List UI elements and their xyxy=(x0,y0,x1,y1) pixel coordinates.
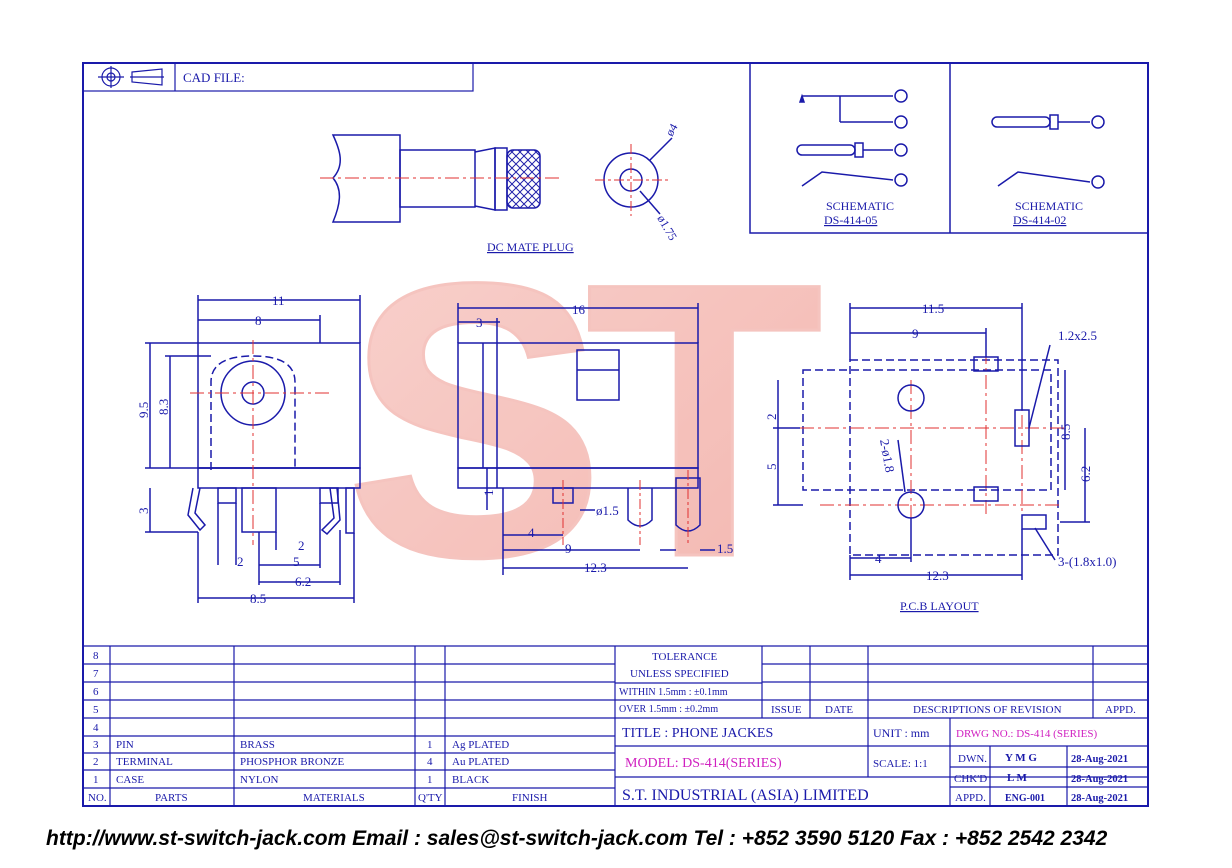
dim-front-8: 8 xyxy=(255,313,262,328)
dim-side-4: 4 xyxy=(528,525,535,540)
schematic-2-title: SCHEMATIC xyxy=(1015,199,1083,213)
bom-row-3-material: BRASS xyxy=(240,739,275,751)
cad-file-label: CAD FILE: xyxy=(183,70,245,85)
side-view xyxy=(457,303,715,575)
bom-row-2-qty: 4 xyxy=(427,756,433,768)
pcb-layout-label: P.C.B LAYOUT xyxy=(900,599,979,613)
dim-front-2b: 2 xyxy=(298,538,305,553)
dim-front-5: 5 xyxy=(293,554,300,569)
chkd-label: CHK'D xyxy=(954,773,987,785)
dim-pcb-4: 4 xyxy=(875,551,882,566)
header-qty: Q'TY xyxy=(418,792,443,804)
bom-row-1-part: CASE xyxy=(116,774,144,786)
bom-row-3-part: PIN xyxy=(116,739,134,751)
appd-label: APPD. xyxy=(955,792,986,804)
dim-pcb-12-3: 12.3 xyxy=(926,568,949,583)
bom-row-1-finish: BLACK xyxy=(452,774,489,786)
rev-appd: APPD. xyxy=(1105,704,1136,716)
tolerance-title: TOLERANCE xyxy=(652,651,717,663)
dim-front-3: 3 xyxy=(136,508,151,515)
rev-issue: ISSUE xyxy=(771,704,802,716)
pcb-layout xyxy=(773,303,1090,580)
bom-row-2-finish: Au PLATED xyxy=(452,756,509,768)
drwg-field: DRWG NO.: DS-414 (SERIES) xyxy=(956,728,1098,740)
dim-pcb-2: 2 xyxy=(764,414,779,421)
header-finish: FINISH xyxy=(512,792,548,804)
bom-row-3-qty: 1 xyxy=(427,739,433,751)
dim-front-8-5: 8.5 xyxy=(250,591,266,606)
schematic-1-code: DS-414-05 xyxy=(824,213,877,227)
dim-pcb-11-5: 11.5 xyxy=(922,301,944,316)
dim-front-2a: 2 xyxy=(237,554,244,569)
bom-row-2-no: 2 xyxy=(93,756,99,768)
schematic-boxes xyxy=(749,62,1149,234)
dim-front-8-3: 8.3 xyxy=(156,399,171,415)
row-no-7: 7 xyxy=(93,668,99,680)
unit-field: UNIT : mm xyxy=(873,726,930,740)
dim-pcb-pads: 3-(1.8x1.0) xyxy=(1058,554,1117,569)
dim-pcb-8-5: 8.5 xyxy=(1058,424,1073,440)
row-no-6: 6 xyxy=(93,686,99,698)
front-view xyxy=(145,295,361,603)
tolerance-subtitle: UNLESS SPECIFIED xyxy=(630,668,729,680)
header-no: NO. xyxy=(88,792,107,804)
appd-name: ENG-001 xyxy=(1005,793,1045,804)
dwn-name: Y M G xyxy=(1005,752,1037,764)
model-field: MODEL: DS-414(SERIES) xyxy=(625,756,782,771)
company-name: S.T. INDUSTRIAL (ASIA) LIMITED xyxy=(622,787,869,804)
dim-side-3: 3 xyxy=(476,315,483,330)
tolerance-within: WITHIN 1.5mm : ±0.1mm xyxy=(619,687,728,698)
dim-front-9-5: 9.5 xyxy=(136,402,151,418)
dim-side-1: 1 xyxy=(481,490,496,497)
dim-pcb-hole: 2-ø1.8 xyxy=(877,438,898,474)
bom-row-3-no: 3 xyxy=(93,739,99,751)
schematic-1-title: SCHEMATIC xyxy=(826,199,894,213)
row-no-8: 8 xyxy=(93,650,99,662)
dim-plug-outer: ø4 xyxy=(662,121,680,138)
tolerance-over: OVER 1.5mm : ±0.2mm xyxy=(619,704,718,715)
bom-row-1-material: NYLON xyxy=(240,774,279,786)
title-block-text: 8 7 6 5 4 3 PIN BRASS 1 Ag PLATED 2 TERM… xyxy=(88,650,1136,804)
header-materials: MATERIALS xyxy=(303,792,365,804)
dim-pcb-6-2: 6.2 xyxy=(1078,466,1093,482)
dim-front-6-2: 6.2 xyxy=(295,574,311,589)
dwn-date: 28-Aug-2021 xyxy=(1071,754,1128,765)
rev-desc: DESCRIPTIONS OF REVISION xyxy=(913,704,1062,716)
watermark-text: ST xyxy=(345,202,823,638)
appd-date: 28-Aug-2021 xyxy=(1071,793,1128,804)
dim-side-phi15: ø1.5 xyxy=(596,503,619,518)
rev-date: DATE xyxy=(825,704,853,716)
dim-pcb-9: 9 xyxy=(912,326,919,341)
header-parts: PARTS xyxy=(155,792,188,804)
bom-row-2-part: TERMINAL xyxy=(116,756,173,768)
dc-mate-plug xyxy=(320,134,673,223)
row-no-5: 5 xyxy=(93,704,99,716)
dim-pcb-slot: 1.2x2.5 xyxy=(1058,328,1097,343)
dim-side-1-5: 1.5 xyxy=(717,541,733,556)
bom-row-1-qty: 1 xyxy=(427,774,433,786)
dim-side-16: 16 xyxy=(572,302,586,317)
row-no-4: 4 xyxy=(93,722,99,734)
dim-front-11: 11 xyxy=(272,293,285,308)
cad-file-box xyxy=(82,62,474,92)
chkd-name: L M xyxy=(1007,772,1027,784)
dwn-label: DWN. xyxy=(958,753,987,765)
bom-row-2-material: PHOSPHOR BRONZE xyxy=(240,756,344,768)
st-watermark: ST xyxy=(344,201,845,640)
title-block-grid xyxy=(83,645,1148,806)
dim-side-12-3: 12.3 xyxy=(584,560,607,575)
chkd-date: 28-Aug-2021 xyxy=(1071,774,1128,785)
schematic-2-code: DS-414-02 xyxy=(1013,213,1066,227)
dim-pcb-5: 5 xyxy=(764,464,779,471)
contact-footer: http://www.st-switch-jack.com Email : sa… xyxy=(46,827,1108,850)
scale-field: SCALE: 1:1 xyxy=(873,758,928,770)
bom-row-1-no: 1 xyxy=(93,774,99,786)
dim-side-9: 9 xyxy=(565,541,572,556)
bom-row-3-finish: Ag PLATED xyxy=(452,739,509,751)
plug-label: DC MATE PLUG xyxy=(487,240,574,254)
title-field: TITLE : PHONE JACKES xyxy=(622,726,773,741)
